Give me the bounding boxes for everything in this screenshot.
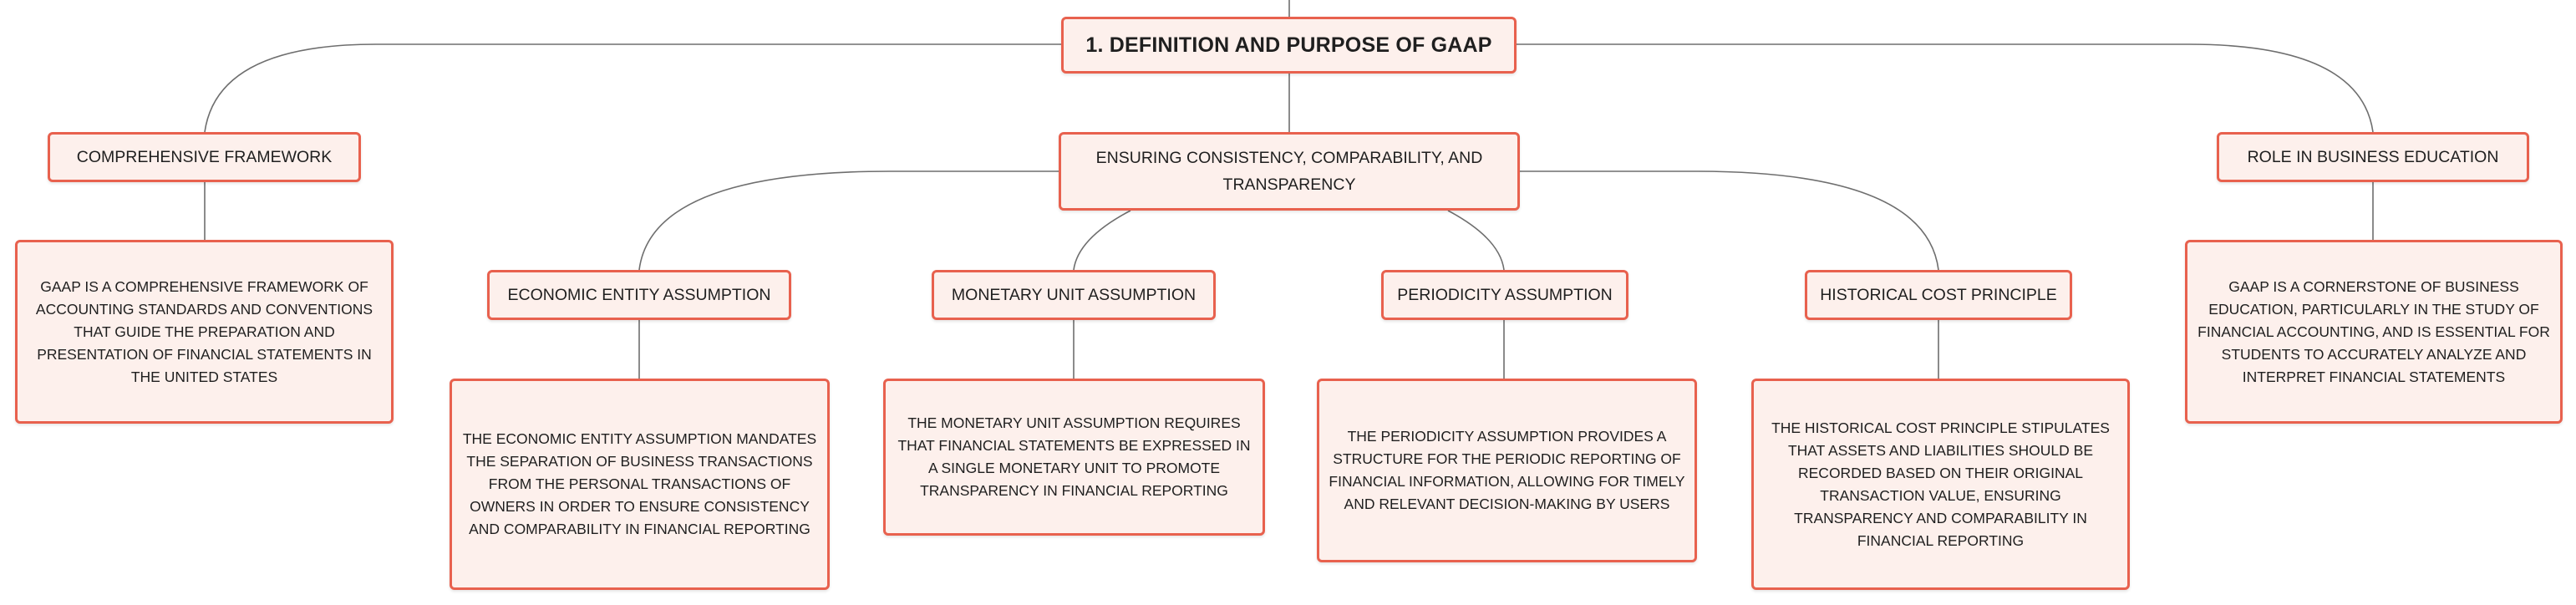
node-role-in-business-education[interactable]: ROLE IN BUSINESS EDUCATION (2217, 132, 2529, 182)
connector-consistency-to-historical-cost (1520, 170, 1939, 271)
detail-role-in-business-education[interactable]: GAAP IS A CORNERSTONE OF BUSINESS EDUCAT… (2185, 240, 2563, 424)
node-periodicity-label: PERIODICITY ASSUMPTION (1397, 286, 1613, 304)
detail-periodicity-assumption[interactable]: THE PERIODICITY ASSUMPTION PROVIDES A ST… (1317, 379, 1697, 562)
root-node[interactable]: 1. DEFINITION AND PURPOSE OF GAAP (1061, 17, 1517, 74)
connector-consistency-to-monetary-unit (1073, 210, 1131, 271)
detail-monetary-unit-text: THE MONETARY UNIT ASSUMPTION REQUIRES TH… (897, 414, 1251, 499)
detail-economic-entity-assumption[interactable]: THE ECONOMIC ENTITY ASSUMPTION MANDATES … (450, 379, 830, 590)
detail-economic-entity-text: THE ECONOMIC ENTITY ASSUMPTION MANDATES … (462, 430, 817, 537)
detail-comprehensive-framework-text: GAAP IS A COMPREHENSIVE FRAMEWORK OF ACC… (35, 277, 373, 385)
detail-monetary-unit-assumption[interactable]: THE MONETARY UNIT ASSUMPTION REQUIRES TH… (883, 379, 1265, 536)
node-historical-cost-principle[interactable]: HISTORICAL COST PRINCIPLE (1805, 270, 2072, 320)
connector-consistency-to-periodicity (1447, 210, 1505, 271)
detail-historical-cost-text: THE HISTORICAL COST PRINCIPLE STIPULATES… (1771, 419, 2110, 549)
node-periodicity-assumption[interactable]: PERIODICITY ASSUMPTION (1381, 270, 1628, 320)
node-comprehensive-framework-label: COMPREHENSIVE FRAMEWORK (76, 148, 333, 166)
node-monetary-unit-label: MONETARY UNIT ASSUMPTION (951, 286, 1197, 304)
detail-role-in-business-education-text: GAAP IS A CORNERSTONE OF BUSINESS EDUCAT… (2197, 277, 2550, 385)
node-ensuring-consistency-label: ENSURING CONSISTENCY, COMPARABILITY, AND… (1095, 149, 1483, 194)
node-comprehensive-framework[interactable]: COMPREHENSIVE FRAMEWORK (48, 132, 361, 182)
node-role-in-business-education-label: ROLE IN BUSINESS EDUCATION (2247, 148, 2499, 166)
connector-consistency-to-economic-entity (638, 170, 1059, 271)
node-monetary-unit-assumption[interactable]: MONETARY UNIT ASSUMPTION (932, 270, 1216, 320)
connector-root-to-comprehensive-framework (204, 43, 1061, 133)
node-economic-entity-label: ECONOMIC ENTITY ASSUMPTION (507, 286, 771, 304)
detail-periodicity-text: THE PERIODICITY ASSUMPTION PROVIDES A ST… (1329, 428, 1685, 512)
node-historical-cost-label: HISTORICAL COST PRINCIPLE (1820, 286, 2057, 304)
detail-historical-cost-principle[interactable]: THE HISTORICAL COST PRINCIPLE STIPULATES… (1751, 379, 2130, 590)
connector-root-to-role-in-business-education (1517, 43, 2374, 133)
node-ensuring-consistency[interactable]: ENSURING CONSISTENCY, COMPARABILITY, AND… (1059, 132, 1520, 211)
root-title: 1. DEFINITION AND PURPOSE OF GAAP (1085, 33, 1492, 57)
detail-comprehensive-framework[interactable]: GAAP IS A COMPREHENSIVE FRAMEWORK OF ACC… (15, 240, 394, 424)
node-economic-entity-assumption[interactable]: ECONOMIC ENTITY ASSUMPTION (487, 270, 791, 320)
